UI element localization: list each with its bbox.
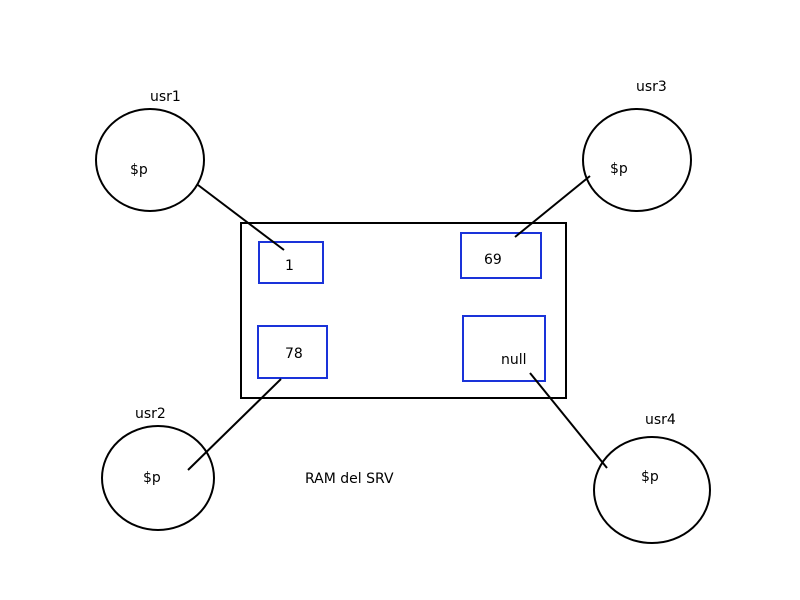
user-1-variable: $p [130,162,148,178]
server-ram-box [240,222,567,399]
memory-slot-3-value: 78 [285,346,303,362]
link-user3-to-slot2 [514,175,591,238]
user-2-label: usr2 [135,406,166,422]
memory-slot-4-value: null [501,352,527,368]
link-user2-to-slot3 [187,378,282,471]
memory-slot-1-box [258,241,324,284]
user-2-variable: $p [143,470,161,486]
memory-slot-3-box [257,325,328,379]
memory-slot-2-value: 69 [484,252,502,268]
user-4-label: usr4 [645,412,676,428]
link-user1-to-slot1 [197,184,285,251]
user-3-variable: $p [610,161,628,177]
link-user4-to-slot4 [529,372,608,469]
user-4-circle [593,436,711,544]
user-2-circle [101,425,215,531]
user-1-circle [95,108,205,212]
ram-label: RAM del SRV [305,471,394,487]
user-4-variable: $p [641,469,659,485]
memory-slot-4-box [462,315,546,382]
memory-slot-1-value: 1 [285,258,294,274]
memory-slot-2-box [460,232,542,279]
user-3-label: usr3 [636,79,667,95]
user-1-label: usr1 [150,89,181,105]
user-3-circle [582,108,692,212]
